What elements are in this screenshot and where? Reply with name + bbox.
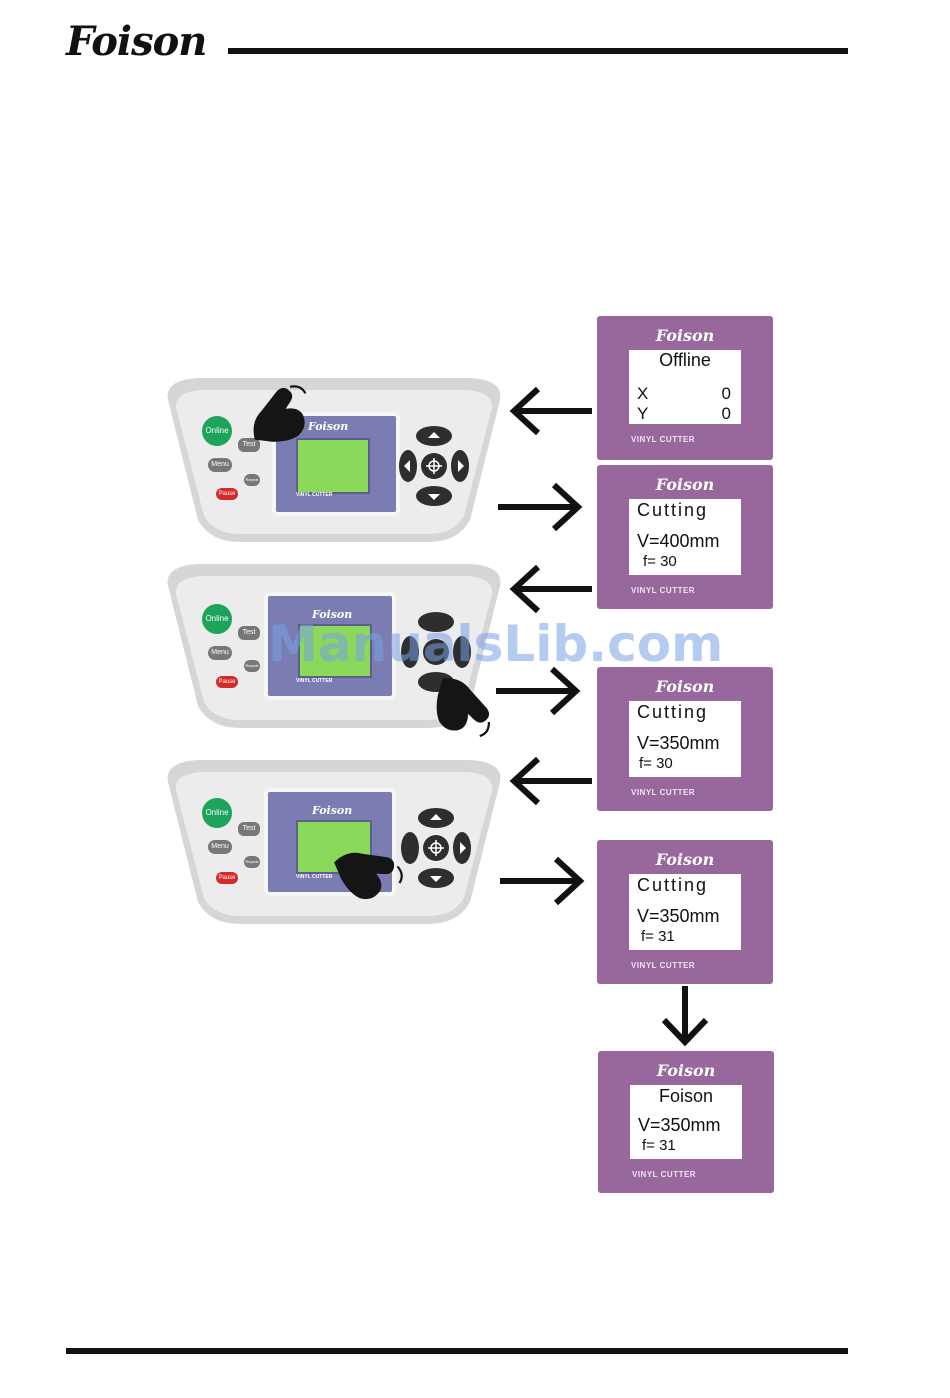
lcd-screen: Cutting V=350mm f= 31 (629, 874, 741, 950)
header-rule (228, 48, 848, 54)
lcd-line-1: Cutting (637, 500, 709, 520)
lcd-display-ready: Foison Foison V=350mm f= 31 VINYL CUTTER (598, 1051, 774, 1193)
lcd-screen: Foison V=350mm f= 31 (630, 1085, 742, 1159)
lcd-line-2-value: 0 (721, 384, 731, 403)
lcd-line-2: V=350mm (637, 906, 720, 926)
lcd-line-1: Foison (658, 1086, 714, 1106)
lcd-display-offline: Foison Offline X 0 Y 0 VINYL CUTTER (597, 316, 773, 460)
watermark: ManualsLib.com (268, 615, 724, 673)
lcd-line-1: Cutting (637, 702, 709, 722)
footer-rule (66, 1348, 848, 1354)
pad-center-key[interactable] (423, 639, 449, 665)
lcd-line-2: V=400mm (637, 531, 720, 551)
lcd-footer: VINYL CUTTER (631, 788, 696, 797)
pad-up-key[interactable] (418, 612, 454, 632)
test-button[interactable]: Test (238, 822, 260, 836)
lcd-display-cutting: Foison Cutting V=400mm f= 30 VINYL CUTTE… (597, 465, 773, 609)
panel-brand: Foison (312, 804, 353, 817)
pad-left-key[interactable] (401, 832, 419, 864)
lcd-display-cutting: Foison Cutting V=350mm f= 30 VINYL CUTTE… (597, 667, 773, 811)
panel-brand: Foison (312, 608, 353, 621)
lcd-screen (298, 624, 372, 678)
lcd-screen: Cutting V=350mm f= 30 (629, 701, 741, 777)
lcd-line-1: Offline (659, 350, 711, 370)
lcd-footer: VINYL CUTTER (631, 435, 696, 444)
pad-right-key[interactable] (453, 636, 471, 668)
lcd-line-3: f= 30 (639, 755, 673, 772)
lcd-footer: VINYL CUTTER (631, 586, 696, 595)
lcd-line-2: V=350mm (638, 1115, 721, 1135)
control-panel-2: Foison VINYL CUTTER Online Test Menu Rep… (158, 556, 510, 731)
arrow-left-icon (509, 564, 592, 614)
lcd-line-3-label: Y (637, 404, 649, 423)
lcd-line-3: f= 30 (643, 553, 677, 570)
online-button[interactable]: Online (202, 604, 232, 634)
pause-button[interactable]: Pause (216, 488, 238, 500)
lcd-footer: VINYL CUTTER (632, 1170, 697, 1179)
control-panel-3: Foison VINYL CUTTER Online Test Menu Rep… (158, 752, 510, 927)
pause-button[interactable]: Pause (216, 676, 238, 688)
arrow-right-icon (498, 482, 583, 532)
pause-button[interactable]: Pause (216, 872, 238, 884)
lcd-line-3: f= 31 (641, 928, 675, 945)
lcd-line-3-value: 0 (721, 404, 731, 423)
arrow-down-icon (661, 986, 709, 1047)
lcd-screen: Cutting V=400mm f= 30 (629, 499, 741, 575)
panel-caption: VINYL CUTTER (296, 874, 333, 880)
repeat-button[interactable]: Repeat (244, 474, 260, 486)
lcd-display-cutting: Foison Cutting V=350mm f= 31 VINYL CUTTE… (597, 840, 773, 984)
lcd-screen (296, 438, 370, 494)
lcd-brand: Foison (655, 850, 715, 869)
panel-brand: Foison (308, 420, 349, 433)
arrow-left-icon (509, 386, 592, 436)
lcd-brand: Foison (655, 677, 715, 696)
direction-pad[interactable] (398, 424, 470, 508)
repeat-button[interactable]: Repeat (244, 856, 260, 868)
arrow-right-icon (496, 666, 581, 716)
panel-caption: VINYL CUTTER (296, 492, 333, 498)
menu-button[interactable]: Menu (208, 458, 232, 472)
lcd-line-2: V=350mm (637, 733, 720, 753)
lcd-brand: Foison (655, 475, 715, 494)
direction-pad[interactable] (400, 806, 472, 890)
lcd-line-3: f= 31 (642, 1137, 676, 1154)
test-button[interactable]: Test (238, 438, 260, 452)
pad-left-key[interactable] (401, 636, 419, 668)
online-button[interactable]: Online (202, 416, 232, 446)
lcd-brand: Foison (655, 326, 715, 345)
control-panel-1: Foison VINYL CUTTER Online Test Menu Rep… (158, 370, 510, 545)
lcd-screen: Offline X 0 Y 0 (629, 350, 741, 424)
menu-button[interactable]: Menu (208, 646, 232, 660)
arrow-left-icon (509, 756, 592, 806)
lcd-line-1: Cutting (637, 875, 709, 895)
lcd-brand: Foison (656, 1061, 716, 1080)
panel-caption: VINYL CUTTER (296, 678, 333, 684)
lcd-line-2-label: X (637, 384, 649, 403)
repeat-button[interactable]: Repeat (244, 660, 260, 672)
online-button[interactable]: Online (202, 798, 232, 828)
arrow-right-icon (500, 856, 585, 906)
foison-logo: Foison (66, 18, 207, 65)
pointing-hand-icon (246, 378, 312, 444)
test-button[interactable]: Test (238, 626, 260, 640)
lcd-footer: VINYL CUTTER (631, 961, 696, 970)
menu-button[interactable]: Menu (208, 840, 232, 854)
